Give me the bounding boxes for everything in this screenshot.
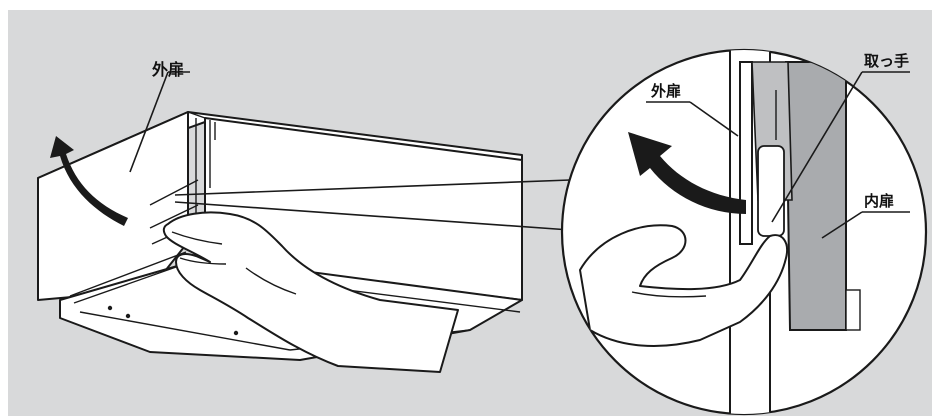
label-outer-door-detail: 外扉 [651,84,681,99]
label-outer-door-main: 外扉 [152,62,184,78]
label-handle: 取っ手 [864,54,909,69]
label-inner-door: 内扉 [864,194,894,209]
handle [758,146,784,236]
inner-door [786,62,846,330]
